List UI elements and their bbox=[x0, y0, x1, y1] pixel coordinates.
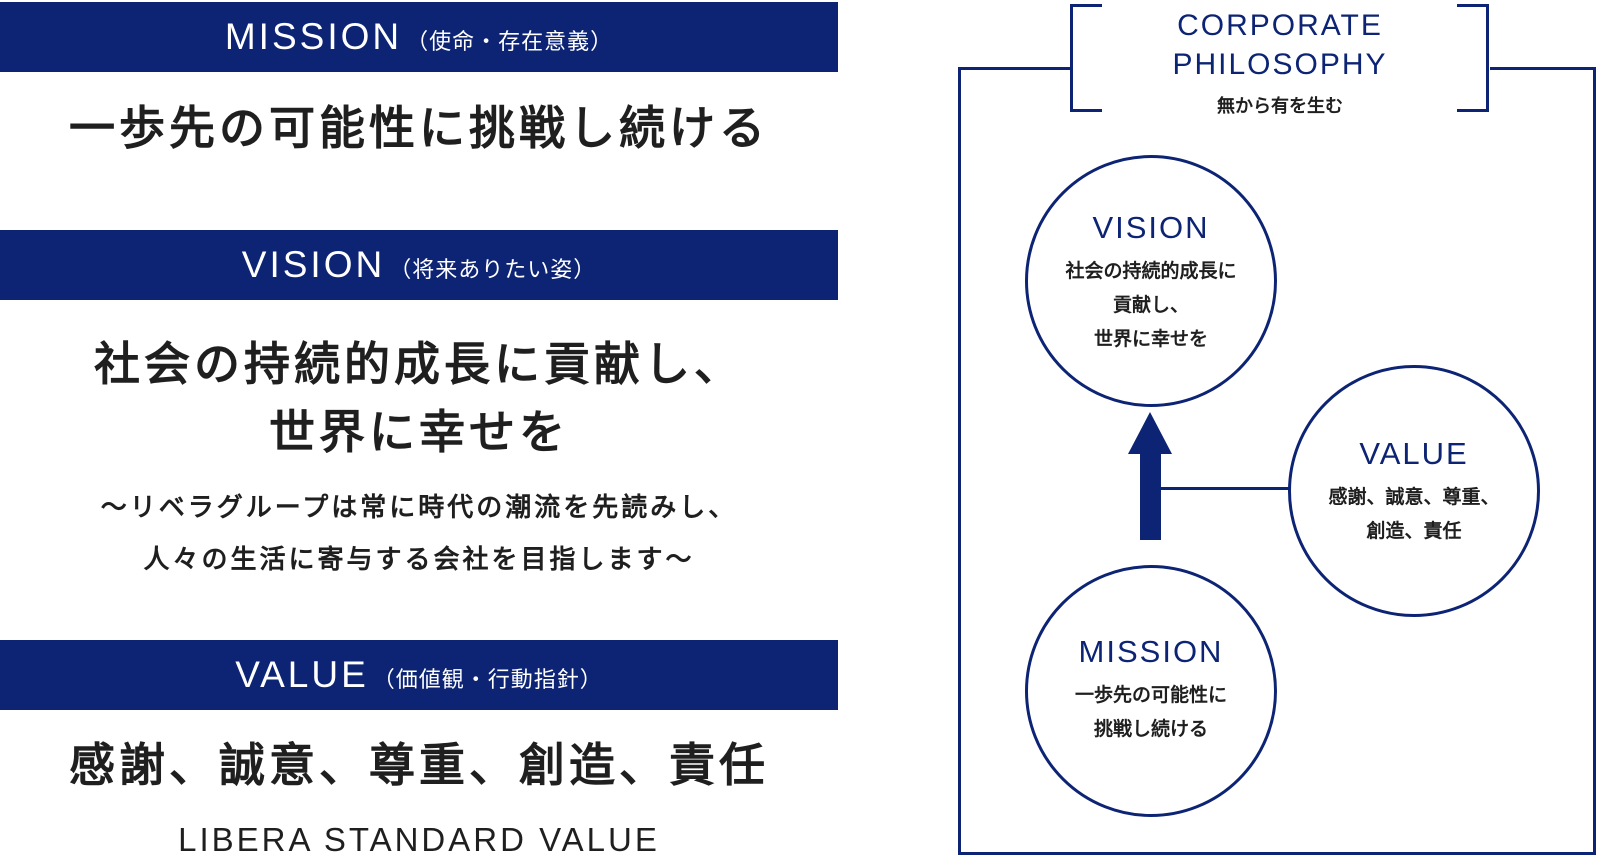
vision-circle-line-3: 世界に幸せを bbox=[1093, 328, 1208, 350]
philosophy-caption: CORPORATE PHILOSOPHY bbox=[1100, 6, 1460, 84]
vision-circle-line-1: 社会の持続的成長に bbox=[1065, 260, 1237, 282]
mission-banner: MISSION （使命・存在意義） bbox=[0, 2, 838, 72]
vision-circle-title: VISION bbox=[1092, 210, 1210, 245]
philosophy-caption-mask bbox=[1070, 0, 1490, 117]
vision-banner-jp: （将来ありたい姿） bbox=[389, 258, 597, 283]
mission-circle-line-1: 一歩先の可能性に bbox=[1074, 684, 1227, 706]
mission-banner-en: MISSION bbox=[224, 16, 403, 57]
mission-circle-title: MISSION bbox=[1078, 634, 1224, 669]
vision-sub-line-1: ～リベラグループは常に時代の潮流を先読みし、 bbox=[100, 493, 738, 523]
caption-line-2: PHILOSOPHY bbox=[1172, 48, 1388, 81]
arrow-shaft bbox=[1140, 452, 1161, 540]
left-bracket bbox=[1070, 4, 1102, 112]
mission-banner-jp: （使命・存在意義） bbox=[406, 30, 614, 55]
vision-headline-line-1: 社会の持続的成長に貢献し、 bbox=[94, 337, 744, 391]
mission-circle: MISSION 一歩先の可能性に 挑戦し続ける bbox=[1025, 565, 1277, 817]
value-circle-line-1: 感謝、誠意、尊重、 bbox=[1328, 486, 1500, 508]
vision-headline: 社会の持続的成長に貢献し、 世界に幸せを bbox=[0, 330, 838, 466]
philosophy-caption-sub: 無から有を生む bbox=[1217, 96, 1343, 117]
vision-banner: VISION （将来ありたい姿） bbox=[0, 230, 838, 300]
value-headline: 感謝、誠意、尊重、創造、責任 bbox=[69, 738, 769, 792]
mission-circle-line-2: 挑戦し続ける bbox=[1093, 718, 1208, 740]
vision-headline-line-2: 世界に幸せを bbox=[269, 405, 569, 459]
libera-standard-value: LIBERA STANDARD VALUE bbox=[178, 821, 660, 858]
value-circle-line-2: 創造、責任 bbox=[1366, 520, 1462, 542]
vision-sub-line-2: 人々の生活に寄与する会社を目指します～ bbox=[143, 545, 695, 575]
right-bracket bbox=[1457, 4, 1489, 112]
value-banner-en: VALUE bbox=[235, 654, 369, 695]
vision-banner-en: VISION bbox=[241, 244, 386, 285]
value-connector-line bbox=[1160, 487, 1290, 490]
value-banner-jp: （価値観・行動指針） bbox=[372, 668, 603, 693]
vision-circle: VISION 社会の持続的成長に 貢献し、 世界に幸せを bbox=[1025, 155, 1277, 407]
vision-circle-line-2: 貢献し、 bbox=[1112, 294, 1189, 316]
value-circle-title: VALUE bbox=[1359, 436, 1469, 471]
caption-line-1: CORPORATE bbox=[1177, 9, 1383, 42]
value-banner: VALUE （価値観・行動指針） bbox=[0, 640, 838, 710]
mission-headline: 一歩先の可能性に挑戦し続ける bbox=[69, 101, 769, 155]
value-circle: VALUE 感謝、誠意、尊重、 創造、責任 bbox=[1288, 365, 1540, 617]
vision-sub: ～リベラグループは常に時代の潮流を先読みし、 人々の生活に寄与する会社を目指しま… bbox=[0, 482, 838, 586]
up-arrow-icon bbox=[1128, 412, 1172, 454]
